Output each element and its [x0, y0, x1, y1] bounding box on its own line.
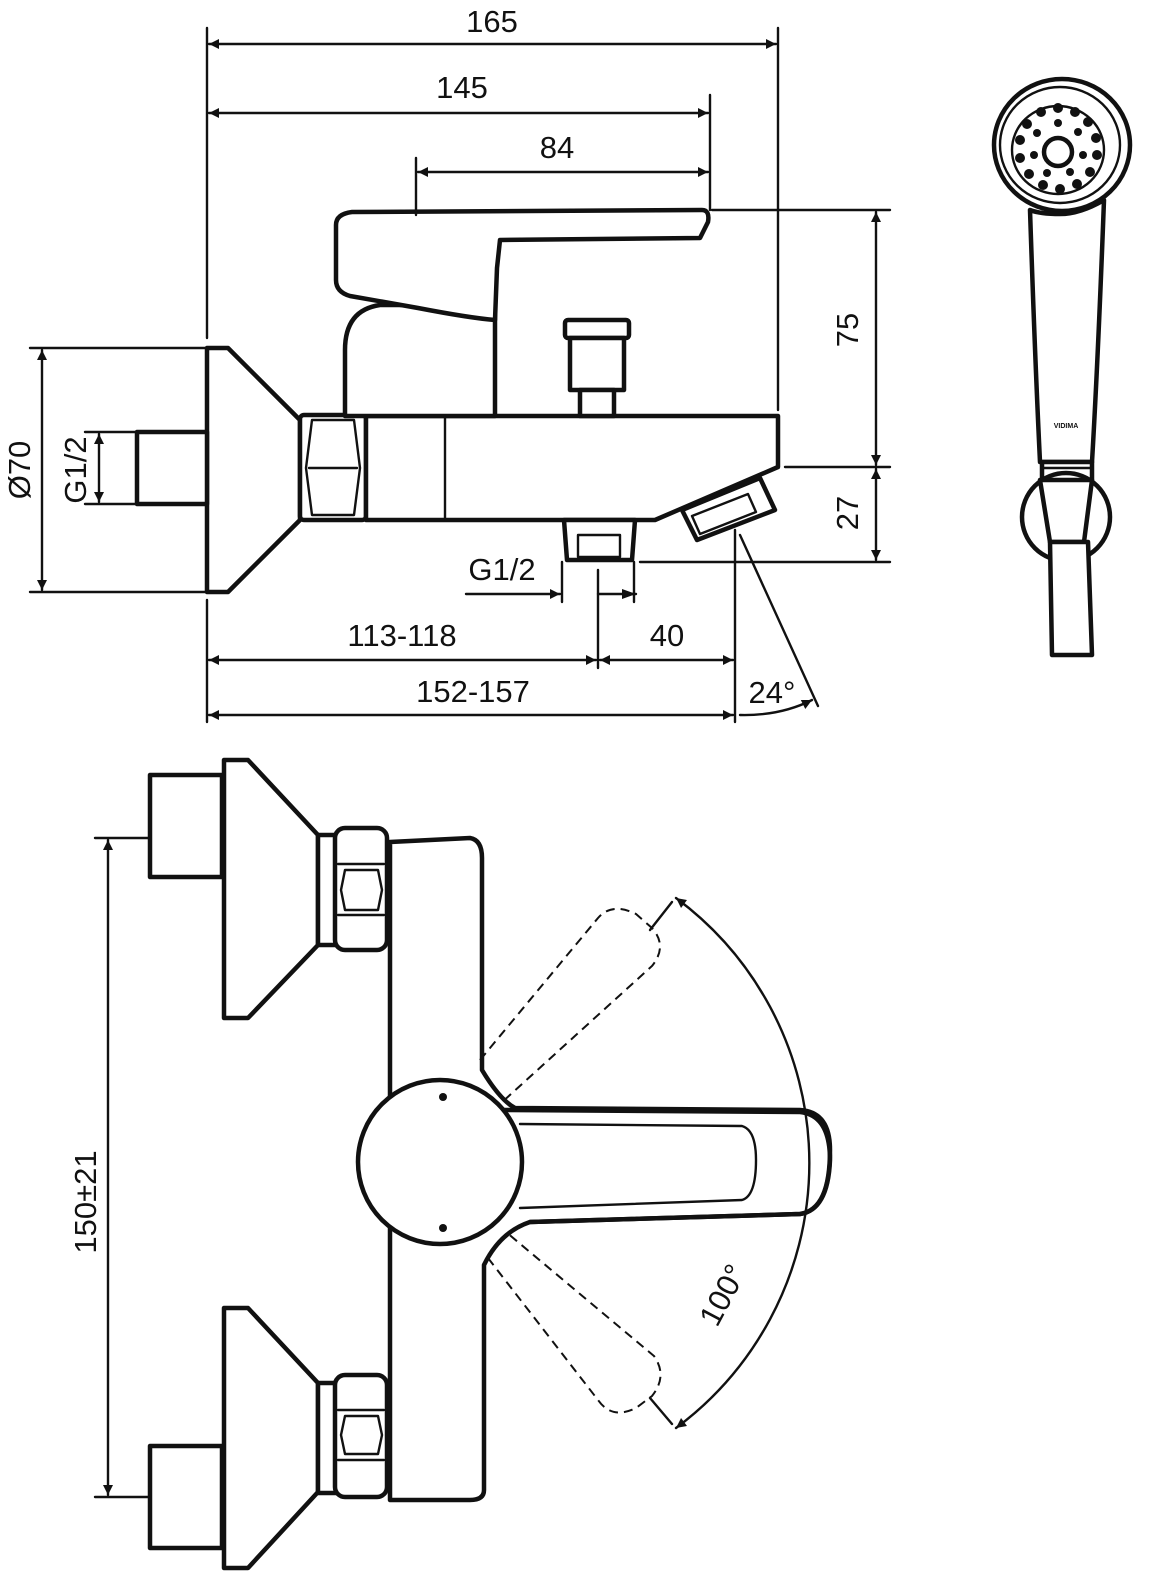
dim-145: 145 [436, 70, 488, 105]
shower-hose [1047, 539, 1095, 658]
wall-flange [204, 345, 303, 595]
hand-shower: VIDIMA [991, 76, 1133, 658]
rotation-arc [674, 896, 811, 1430]
lever-ghost-upper [479, 907, 661, 1105]
lever-ghost-lower [487, 1231, 662, 1414]
dim-165: 165 [466, 4, 518, 39]
lever-hub [355, 1077, 525, 1247]
top-inlet-lower [147, 1443, 225, 1551]
shower-handle [1027, 197, 1107, 465]
side-view: 165 145 84 75 27 Ø70 G1/2 G1/2 113 [2, 4, 892, 724]
dim-84: 84 [540, 130, 574, 165]
dim-angle-24: 24° [749, 675, 796, 710]
dim-150-21: 150±21 [68, 1150, 103, 1253]
brand-mark: VIDIMA [1054, 423, 1079, 430]
dim-angle-100: 100° [692, 1259, 753, 1332]
dim-40: 40 [650, 618, 684, 653]
dim-inlet-thread: G1/2 [58, 436, 93, 503]
dim-diameter-70: Ø70 [2, 441, 37, 500]
top-view: 100° 150±21 [68, 757, 833, 1571]
dim-152-157: 152-157 [416, 674, 530, 709]
spout-outlet [679, 475, 778, 543]
lever-handle [333, 207, 711, 323]
diverter-knob [562, 317, 632, 341]
dim-75: 75 [830, 313, 865, 347]
top-flange-lower [221, 1305, 321, 1571]
dim-outlet-thread: G1/2 [468, 552, 535, 587]
dim-27: 27 [830, 496, 865, 530]
dim-113-118: 113-118 [347, 618, 456, 653]
cartridge-housing [342, 302, 498, 419]
shower-outlet [561, 517, 638, 563]
inlet-stub [134, 429, 210, 507]
top-inlet-upper [147, 772, 225, 880]
top-flange-upper [221, 757, 321, 1021]
spray-nozzles [1015, 103, 1102, 194]
lever-slot [518, 1122, 758, 1210]
